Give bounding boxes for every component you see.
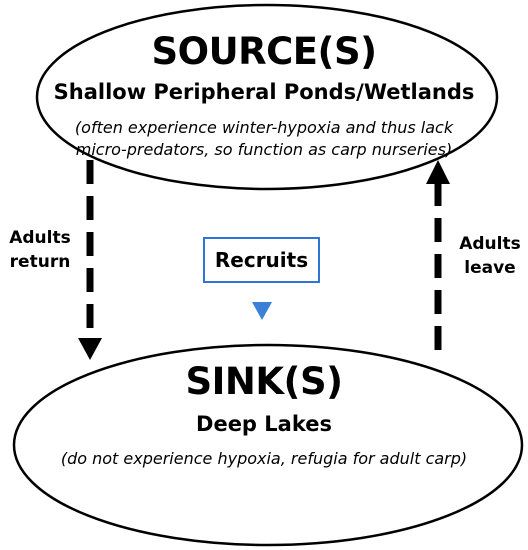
sink-ellipse (12, 343, 524, 547)
adults-leave-label: Adults leave (452, 232, 528, 280)
source-note-line2: micro-predators, so function as carp nur… (75, 140, 453, 159)
adults-leave-label-line1: Adults (459, 234, 521, 254)
adults-leave-arrow (426, 160, 450, 350)
source-note-line1: (often experience winter-hypoxia and thu… (74, 118, 454, 137)
recruits-box: Recruits (203, 237, 320, 283)
sink-subtitle: Deep Lakes (196, 412, 332, 436)
recruits-label: Recruits (214, 248, 309, 272)
adults-return-label-line2: return (9, 252, 71, 272)
adults-return-label-line1: Adults (9, 228, 71, 248)
adults-return-arrow (78, 160, 102, 360)
adults-leave-label-line2: leave (464, 258, 516, 278)
recruits-arrow (252, 195, 272, 320)
source-title: SOURCE(S) (151, 30, 377, 73)
sink-note: (do not experience hypoxia, refugia for … (60, 449, 468, 468)
source-ellipse (35, 3, 499, 191)
adults-return-label: Adults return (4, 226, 76, 274)
sink-title: SINK(S) (185, 360, 343, 403)
source-subtitle: Shallow Peripheral Ponds/Wetlands (53, 80, 475, 104)
